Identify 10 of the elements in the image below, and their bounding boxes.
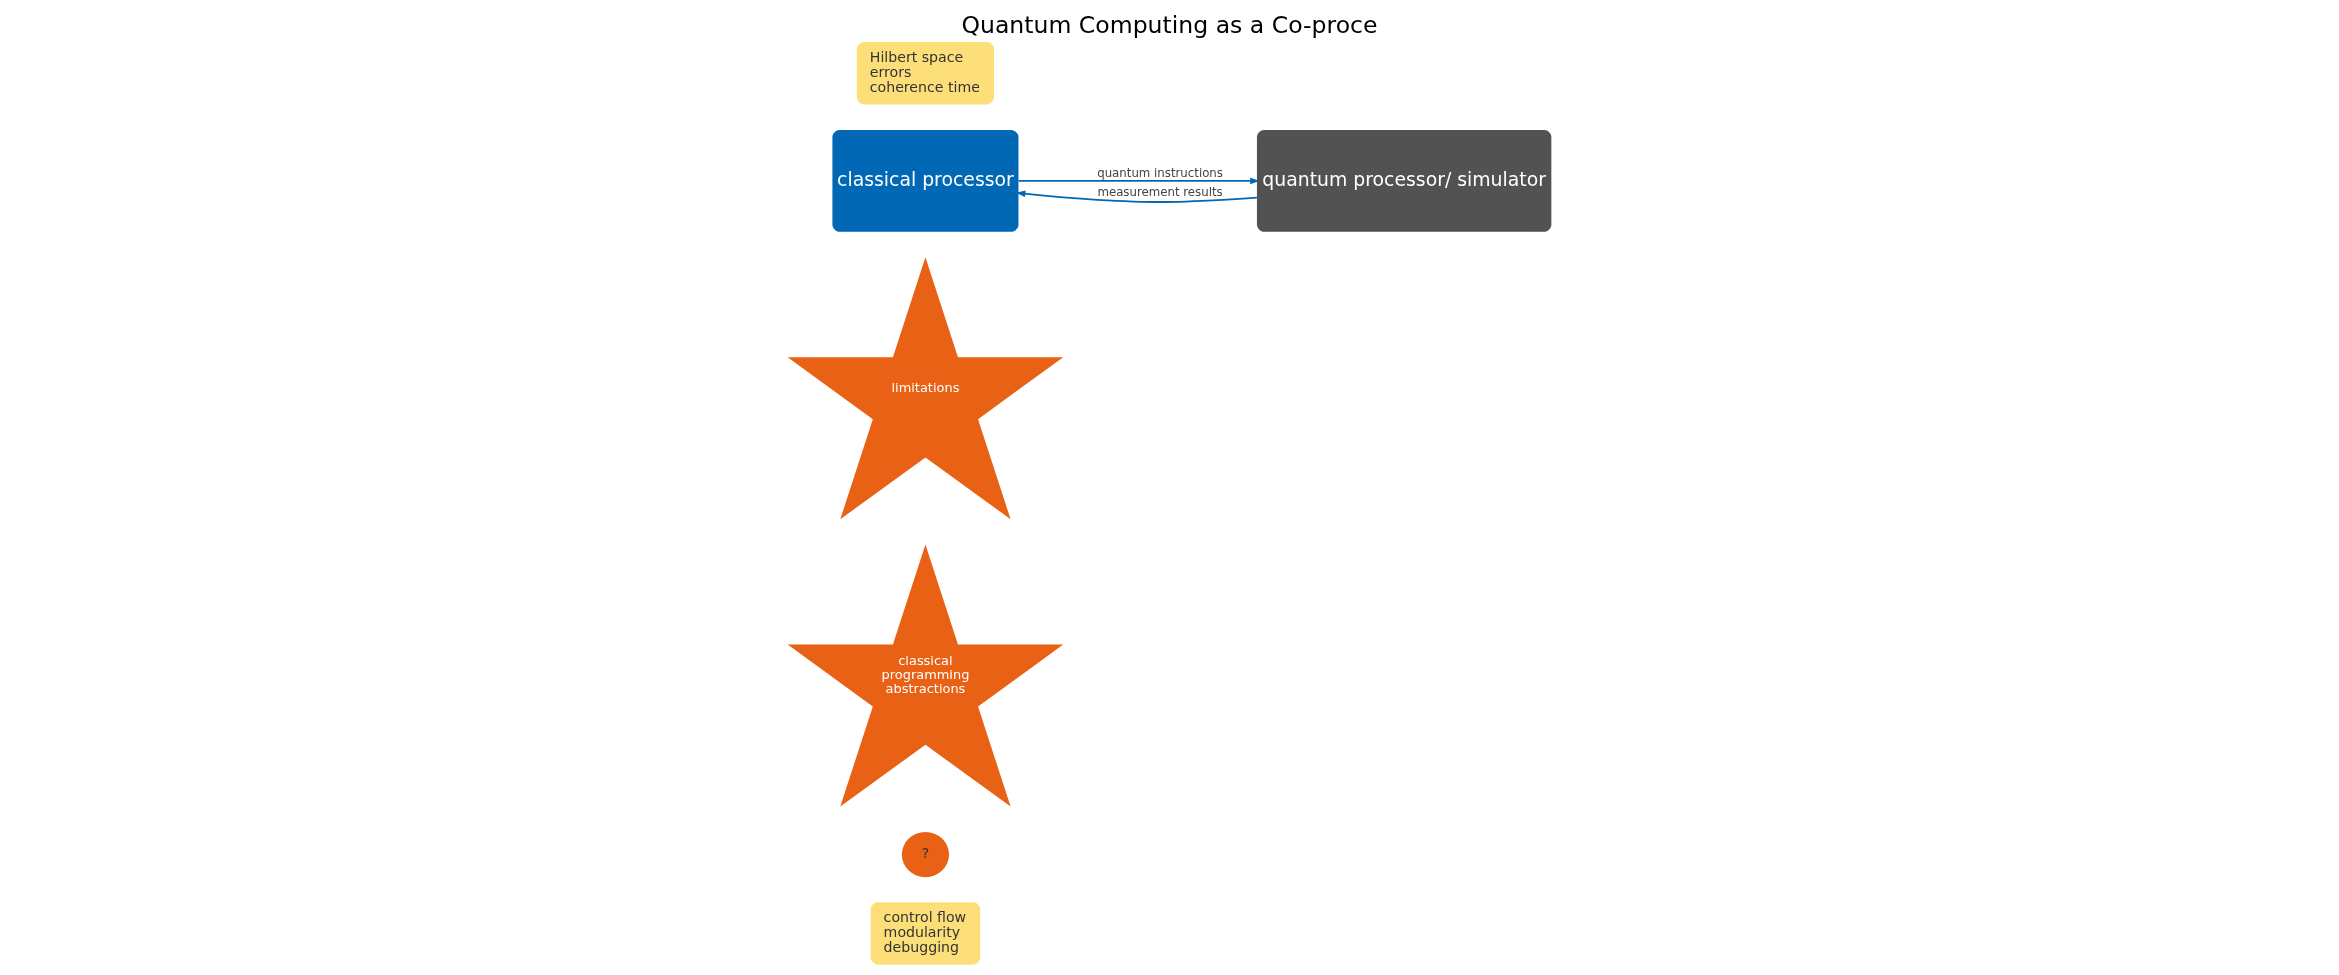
node-box: classical processor — [832, 129, 1019, 232]
node-box: Hilbert space errors coherence time — [856, 41, 995, 104]
arrow — [1017, 177, 1260, 184]
edge-label: quantum instructions — [1097, 165, 1223, 180]
node-box: control flow modularity debugging — [870, 901, 981, 965]
node-circle: ? — [901, 831, 950, 877]
diagram-title: Quantum Computing as a Co-proce — [961, 10, 1378, 39]
node-box: quantum processor/ simulator — [1256, 129, 1552, 232]
arrow — [1015, 189, 1258, 203]
edge-label: measurement results — [1097, 184, 1223, 199]
